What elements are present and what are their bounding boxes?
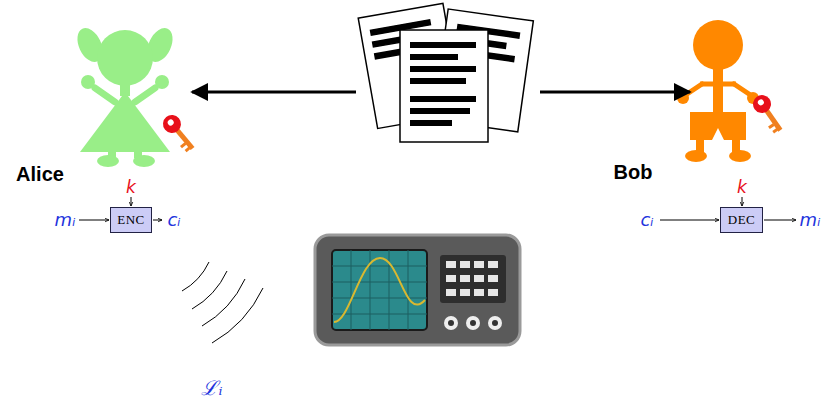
person-name: Bob: [614, 162, 653, 182]
signal-wire: [79, 197, 796, 220]
share-arrow: [192, 91, 356, 94]
share-arrow: [540, 91, 690, 94]
leakage-symbol: ℒᵢ: [201, 378, 222, 398]
box-label: ENC: [117, 212, 145, 228]
oscilloscope-icon: [315, 235, 520, 345]
plaintext-symbol: mᵢ: [800, 211, 821, 229]
documents-icon: [358, 3, 533, 142]
alice-figure: [72, 24, 177, 167]
box-label: DEC: [728, 212, 756, 228]
ciphertext-symbol: cᵢ: [167, 211, 180, 229]
key-icon: [159, 111, 199, 154]
key-symbol: k: [737, 179, 747, 196]
decrypt-box: DEC: [720, 207, 763, 233]
person-name: Alice: [16, 164, 64, 184]
key-icon: [749, 91, 787, 135]
ciphertext-symbol: cᵢ: [640, 211, 653, 229]
plaintext-symbol: mᵢ: [55, 211, 76, 229]
encrypt-box: ENC: [110, 207, 152, 233]
leakage-waves: [182, 262, 263, 343]
key-symbol: k: [126, 179, 136, 196]
